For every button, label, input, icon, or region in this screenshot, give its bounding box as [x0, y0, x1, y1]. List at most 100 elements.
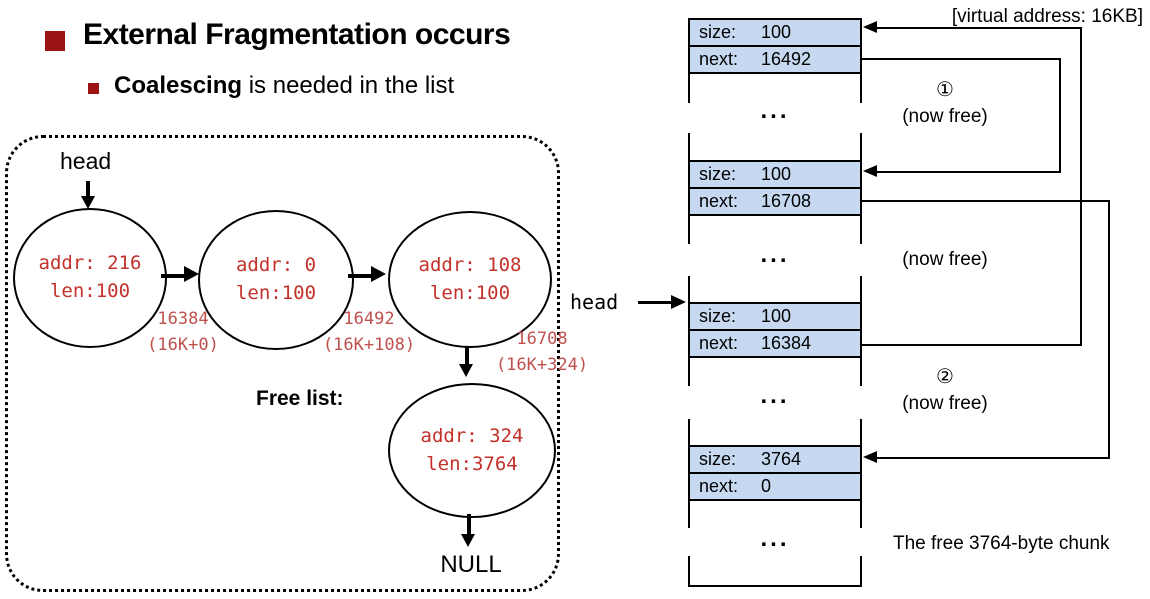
size-value: 100: [761, 22, 792, 42]
edge-null-arrow-down-icon: [461, 534, 475, 547]
annotation-1: ① (now free): [880, 77, 1010, 130]
memory-gap-end: [688, 556, 862, 587]
edge-1-shaft: [161, 274, 187, 278]
edge-label-2-addr: 16492: [343, 309, 395, 329]
free-list-boundary: [5, 135, 560, 592]
edge-label-1: 16384(16K+0): [143, 307, 223, 358]
null-label: NULL: [440, 551, 502, 578]
chunk-note: The free 3764-byte chunk: [893, 533, 1110, 554]
free-list-node-1: addr: 216 len:100: [13, 208, 167, 348]
memory-gap: [688, 133, 862, 160]
node-len: len:100: [235, 282, 317, 304]
memory-ellipsis: ...: [760, 97, 790, 124]
head-arrow-shaft: [86, 181, 90, 197]
ptr-16384-line: [1080, 27, 1082, 346]
memory-head-label: head: [570, 290, 619, 314]
free-list-head-label: head: [60, 148, 112, 174]
node-addr: addr: 216: [38, 252, 142, 275]
free-list-node-4: addr: 324 len:3764: [388, 383, 556, 518]
size-value: 100: [761, 164, 792, 184]
ptr-16708-line: [876, 457, 1110, 459]
ptr-16708-arrow-left-icon: [863, 451, 877, 463]
memory-head-arrow-shaft: [638, 301, 674, 304]
node-addr: addr: 0: [235, 254, 317, 277]
ptr-16492-line: [876, 171, 1061, 173]
memory-ellipsis: ...: [760, 525, 790, 552]
edge-null-shaft: [467, 514, 471, 536]
memory-gap: [688, 358, 862, 386]
memory-gap: [688, 216, 862, 244]
block-4-size-cell: size: 3764: [688, 445, 862, 474]
memory-ellipsis: ...: [760, 241, 790, 268]
size-label: size:: [699, 22, 737, 42]
memory-gap: [688, 501, 862, 528]
node-addr: addr: 108: [418, 253, 522, 276]
free-list-caption: Free list:: [256, 387, 344, 410]
subtitle-bullet-icon: [88, 83, 99, 94]
edge-2-shaft: [348, 274, 374, 278]
circled-1-icon: ①: [936, 79, 954, 101]
block-2-size-cell: size: 100: [688, 160, 862, 189]
memory-gap: [688, 276, 862, 302]
ptr-16492-arrow-left-icon: [863, 165, 877, 177]
size-label: size:: [699, 449, 737, 469]
block-3-next-cell: next: 16384: [688, 329, 862, 358]
ptr-16384-line: [862, 344, 1082, 346]
title-bullet-icon: [45, 31, 65, 51]
free-list-node-3: addr: 108 len:100: [388, 211, 552, 348]
edge-label-3-addr: 16708: [516, 329, 568, 349]
edge-1-arrow-right-icon: [184, 266, 199, 282]
node-len: len:3764: [426, 452, 518, 475]
block-2-next-cell: next: 16708: [688, 187, 862, 216]
next-label: next:: [699, 333, 739, 353]
next-value: 16492: [761, 49, 812, 69]
ptr-16384-line: [876, 27, 1082, 29]
node-addr: addr: 324: [420, 424, 524, 447]
edge-label-2: 16492 (16K+108): [315, 307, 423, 358]
next-label: next:: [699, 476, 739, 496]
node-len: len:100: [429, 281, 511, 304]
head-arrow-down-icon: [81, 196, 95, 209]
edge-label-3-offset: (16K+324): [495, 354, 589, 375]
size-value: 100: [761, 306, 792, 326]
next-label: next:: [699, 49, 739, 69]
page-title: External Fragmentation occurs: [83, 18, 511, 51]
subtitle-rest: is needed in the list: [242, 72, 455, 99]
size-value: 3764: [761, 449, 802, 469]
next-value: 16708: [761, 191, 812, 211]
ptr-16492-line: [1059, 58, 1061, 173]
memory-head-arrow-right-icon: [671, 295, 686, 309]
edge-2-arrow-right-icon: [371, 266, 386, 282]
block-1-size-cell: size: 100: [688, 18, 862, 47]
circled-2-icon: ②: [936, 366, 954, 388]
edge-label-1-addr: 16384: [157, 309, 209, 329]
annotation-text: (now free): [902, 249, 988, 270]
memory-gap: [688, 74, 862, 103]
ptr-16384-arrow-left-icon: [863, 21, 877, 33]
edge-3-arrow-down-icon: [459, 364, 473, 377]
edge-3-shaft: [465, 346, 469, 366]
memory-gap: [688, 419, 862, 445]
ptr-16708-line: [862, 200, 1110, 202]
annotation-text: (now free): [902, 393, 988, 414]
subtitle: Coalescing is needed in the list: [114, 72, 454, 100]
ptr-16708-line: [1108, 200, 1110, 459]
subtitle-bold: Coalescing: [114, 72, 243, 99]
ptr-16492-line: [862, 58, 1061, 60]
virtual-address-label: [virtual address: 16KB]: [951, 6, 1143, 27]
edge-label-2-offset: (16K+108): [322, 334, 416, 355]
size-label: size:: [699, 306, 737, 326]
edge-label-3: 16708 (16K+324): [487, 327, 597, 378]
next-label: next:: [699, 191, 739, 211]
free-list-node-2: addr: 0 len:100: [198, 210, 354, 350]
next-value: 16384: [761, 333, 812, 353]
annotation-text: (now free): [902, 106, 988, 127]
block-1-next-cell: next: 16492: [688, 45, 862, 74]
node-len: len:100: [49, 280, 131, 302]
next-value: 0: [761, 476, 772, 496]
block-3-size-cell: size: 100: [688, 302, 862, 331]
memory-ellipsis: ...: [760, 382, 790, 409]
annotation-3: ② (now free): [880, 364, 1010, 417]
size-label: size:: [699, 164, 737, 184]
